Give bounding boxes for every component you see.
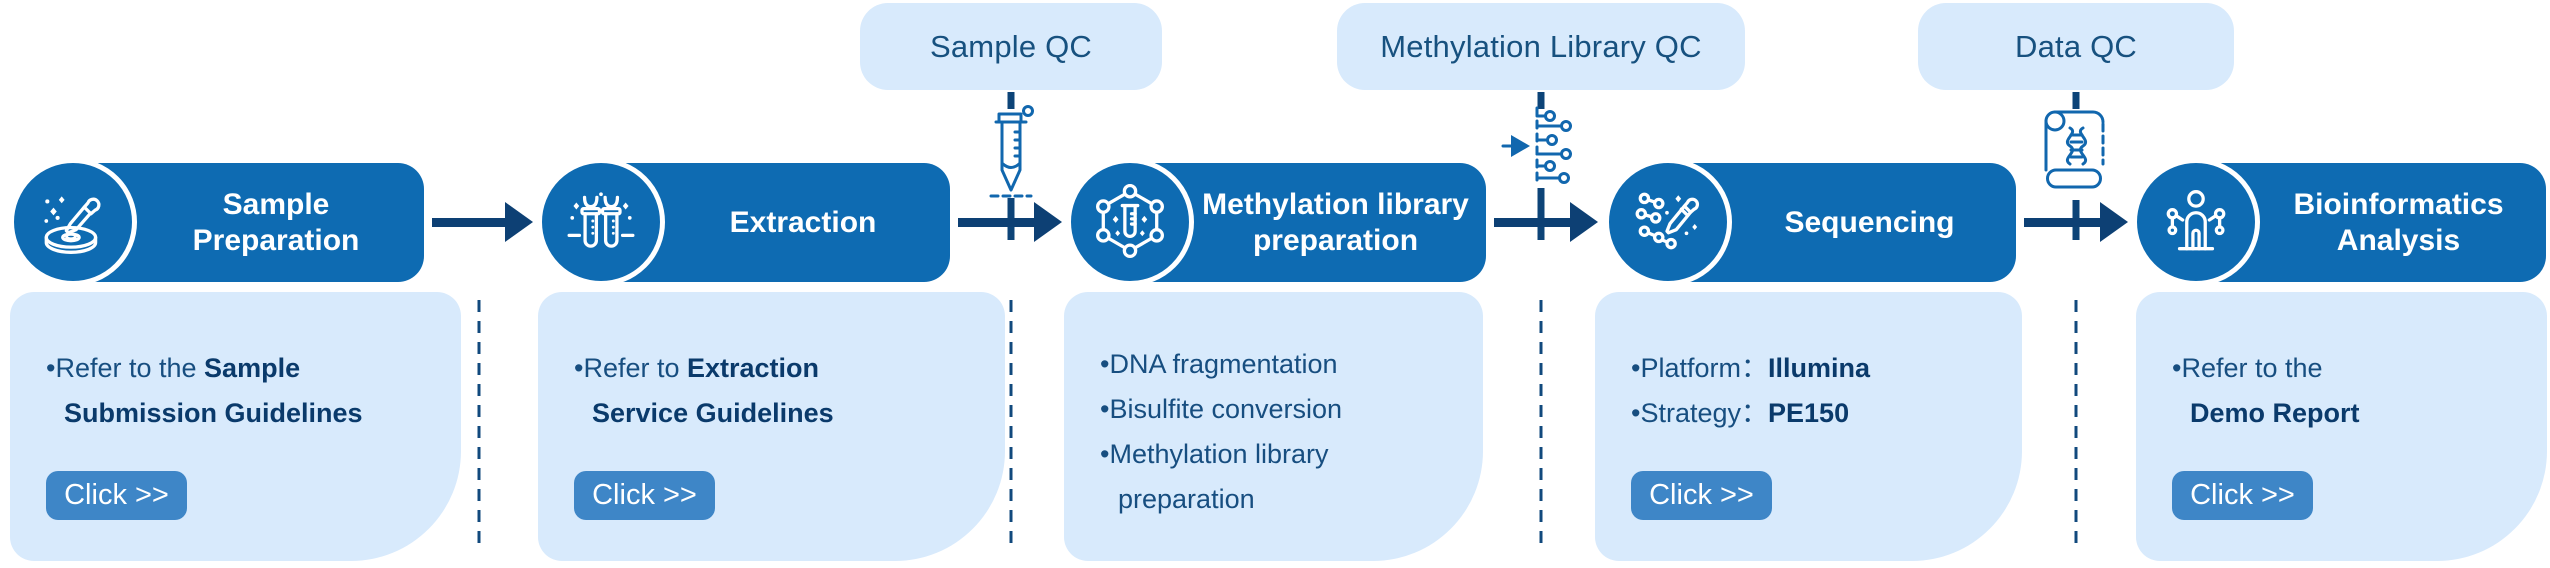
stage-title: Sequencing — [1784, 205, 1955, 239]
flow-arrow — [1494, 218, 1571, 227]
card-text-line: Refer to the Sample — [46, 346, 435, 391]
qc-bubble-data-qc: Data QC — [1918, 3, 2234, 90]
flow-arrow-head — [505, 202, 533, 242]
library-network-icon — [1499, 104, 1583, 188]
card-text-line: DNA fragmentation — [1100, 342, 1457, 387]
card-separator — [2074, 300, 2078, 552]
stage-icon-circle-sequencing — [1604, 158, 1732, 286]
flow-arrow-head — [2100, 202, 2128, 242]
flow-arrow — [958, 218, 1035, 227]
qc-connector-line — [1007, 92, 1015, 109]
card-text: Strategy： — [1640, 398, 1769, 428]
info-card-sequencing: Platform：Illumina Strategy：PE150 Click >… — [1595, 292, 2022, 561]
flow-arrow — [432, 218, 506, 227]
info-card-sample-preparation: Refer to the Sample Submission Guideline… — [10, 292, 461, 561]
card-text-line: Refer to the — [2172, 346, 2521, 391]
card-text-bold: Demo Report — [2190, 398, 2360, 428]
qc-label-data: Data QC — [2015, 28, 2137, 64]
sample-tube-icon — [983, 104, 1039, 200]
click-button-sample-guidelines[interactable]: Click >> — [46, 471, 187, 520]
card-text-line: Service Guidelines — [574, 391, 979, 436]
qc-label-library: Methylation Library QC — [1380, 28, 1702, 64]
card-text-line: Strategy：PE150 — [1631, 391, 1996, 436]
card-text-bold: Service Guidelines — [592, 398, 834, 428]
card-text: Refer to the — [55, 353, 205, 383]
card-text: Platform： — [1640, 353, 1768, 383]
qc-bubble-methylation-library-qc: Methylation Library QC — [1337, 3, 1745, 90]
card-text-bold: Sample — [204, 353, 301, 383]
stage-bar-methylation-library-preparation: Methylation library preparation — [1125, 163, 1486, 282]
flow-arrow-head — [1570, 202, 1598, 242]
click-button-sequencing[interactable]: Click >> — [1631, 471, 1772, 520]
card-text-line: Refer to Extraction — [574, 346, 979, 391]
sequencer-pipette-icon — [1635, 192, 1700, 250]
data-scroll-icon — [2038, 106, 2116, 198]
card-text-line: Submission Guidelines — [46, 391, 435, 436]
card-text-bold: Extraction — [687, 353, 820, 383]
card-text-line: Bisulfite conversion — [1100, 387, 1457, 432]
petri-dish-dropper-icon — [44, 196, 101, 254]
qc-connector-line — [1537, 92, 1545, 109]
card-separator — [1539, 300, 1543, 552]
stage-title: Sample Preparation — [192, 187, 360, 257]
card-text-bold: Illumina — [1767, 353, 1870, 383]
stage-icon-circle-sample-preparation — [9, 158, 137, 286]
flow-arrow-head — [1034, 202, 1062, 242]
card-text: Refer to — [583, 353, 687, 383]
stage-icon-circle-methylation-library — [1066, 158, 1194, 286]
molecule-tube-icon — [1096, 184, 1164, 259]
flow-arrow — [2024, 218, 2101, 227]
stage-icon-circle-bioinformatics — [2132, 158, 2260, 286]
stage-icon-circle-extraction — [537, 158, 665, 286]
card-text-line: Platform：Illumina — [1631, 346, 1996, 391]
qc-connector-line — [2072, 92, 2080, 109]
card-text-bold: PE150 — [1768, 398, 1850, 428]
stage-title: Extraction — [729, 205, 877, 239]
test-tubes-icon — [567, 192, 635, 248]
click-button-demo-report[interactable]: Click >> — [2172, 471, 2313, 520]
click-button-extraction-guidelines[interactable]: Click >> — [574, 471, 715, 520]
qc-bubble-sample-qc: Sample QC — [860, 3, 1162, 90]
info-card-library-preparation: DNA fragmentation Bisulfite conversion M… — [1064, 292, 1483, 561]
analyst-person-icon — [2166, 190, 2226, 251]
card-separator — [477, 300, 481, 552]
info-card-bioinformatics: Refer to the Demo Report Click >> — [2136, 292, 2547, 561]
card-text-line: Demo Report — [2172, 391, 2521, 436]
qc-label-sample: Sample QC — [929, 28, 1093, 64]
qc-connector-line — [1537, 188, 1545, 240]
info-card-extraction: Refer to Extraction Service Guidelines C… — [538, 292, 1005, 561]
stage-title: Bioinformatics Analysis — [2293, 187, 2504, 257]
card-separator — [1009, 300, 1013, 552]
card-text-line: Methylation library preparation — [1100, 432, 1448, 522]
stage-title: Methylation library preparation — [1202, 187, 1469, 257]
card-text-bold: Submission Guidelines — [64, 398, 363, 428]
